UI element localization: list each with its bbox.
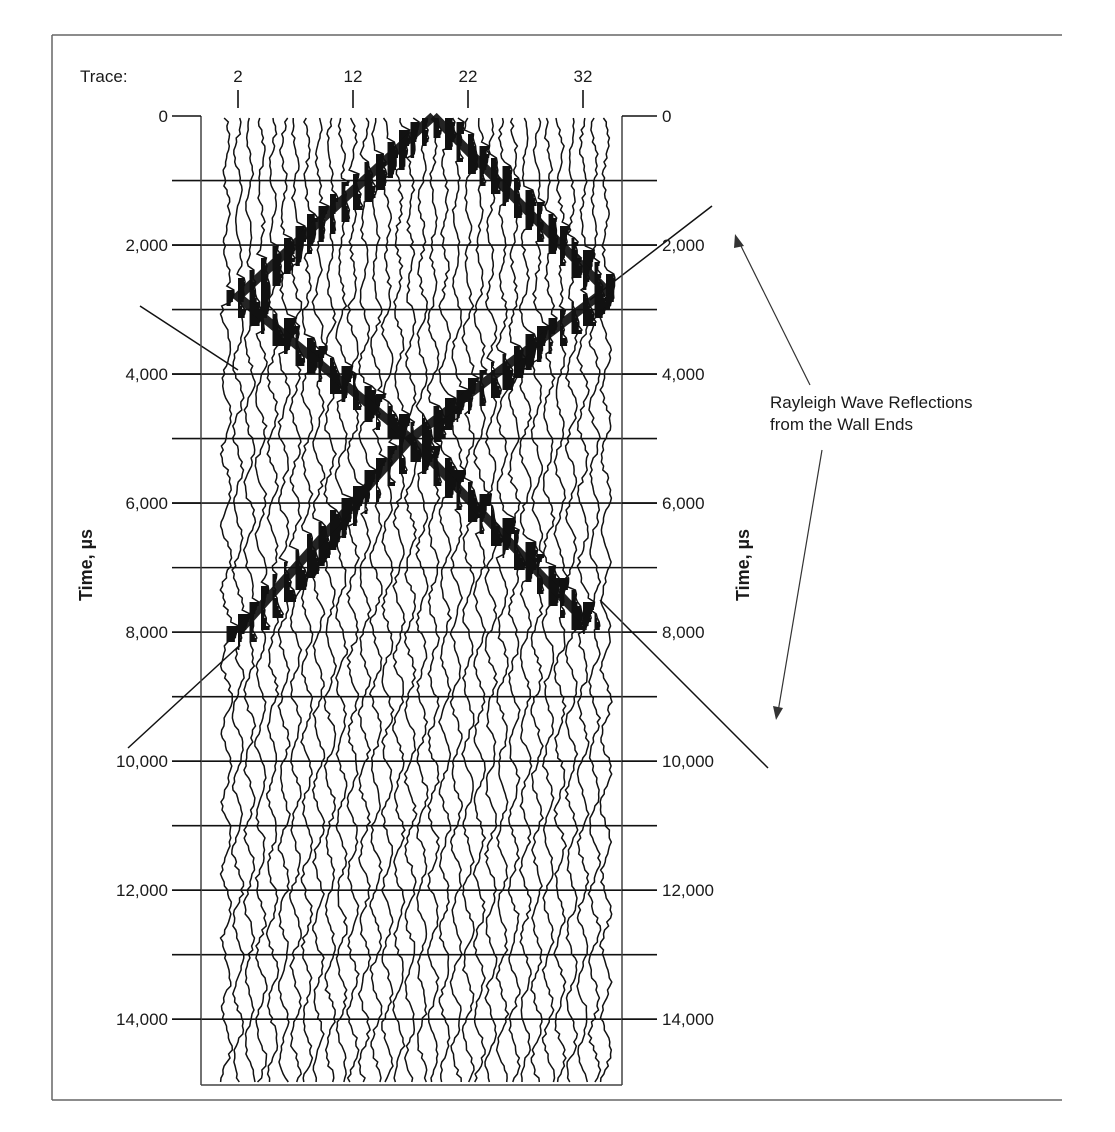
axes: 2 12 22 32 0 0 2,000 2,000 4,000 4,000 6,000 6,000 8… — [116, 67, 714, 1029]
trace-fill — [422, 118, 434, 474]
trace-wiggle — [483, 117, 504, 1083]
trace-wiggle — [564, 117, 585, 1083]
time-tick-label-left: 4,000 — [125, 365, 168, 384]
trace-fill — [238, 278, 251, 650]
trace-fill — [272, 246, 286, 618]
trace-wiggle — [415, 117, 435, 1083]
trace-wiggle — [449, 117, 471, 1083]
trace-wiggle — [300, 117, 321, 1083]
time-tick-label-left: 12,000 — [116, 881, 168, 900]
trace-fill — [387, 142, 400, 486]
trace-wiggle — [288, 118, 309, 1083]
trace-wiggle — [438, 117, 459, 1083]
time-tick-label-right: 10,000 — [662, 752, 714, 771]
seismic-traces — [219, 117, 616, 1083]
trace-fill — [468, 134, 481, 522]
trace-wiggle — [219, 117, 240, 1083]
trace-wiggle — [518, 117, 539, 1082]
trace-fill — [364, 162, 376, 514]
trace-wiggle — [599, 117, 616, 1083]
time-tick-label-right: 12,000 — [662, 881, 714, 900]
trace-wiggle — [541, 117, 562, 1083]
trace-fill — [560, 226, 570, 618]
trace-fill — [583, 250, 596, 634]
trace-fill — [226, 290, 239, 642]
trace-wiggle — [323, 117, 344, 1083]
reflection-event-2 — [403, 112, 613, 623]
leader-line — [139, 305, 239, 371]
time-axis-title-left: Time, µs — [76, 529, 96, 601]
trace-wiggle — [507, 117, 527, 1083]
trace-wiggle — [472, 117, 493, 1083]
trace-wiggle — [368, 118, 388, 1083]
time-tick-label-left: 10,000 — [116, 752, 168, 771]
arrow-head — [734, 234, 744, 248]
reflection-events — [127, 112, 823, 769]
trace-wiggle — [426, 117, 447, 1083]
time-tick-label-right: 0 — [662, 107, 671, 126]
trace-wiggle — [242, 117, 263, 1083]
trace-wiggle — [357, 117, 377, 1083]
time-tick-label-right: 8,000 — [662, 623, 705, 642]
trace-fill — [537, 202, 549, 594]
trace-wiggle — [530, 117, 550, 1083]
trace-fill — [249, 270, 262, 642]
time-tick-label-left: 0 — [159, 107, 168, 126]
trace-wiggle — [495, 117, 517, 1083]
trace-fill — [548, 214, 561, 606]
arrow-head — [773, 706, 783, 720]
trace-fill — [284, 238, 297, 602]
time-tick-label-right: 14,000 — [662, 1010, 714, 1029]
leader-line — [127, 644, 241, 749]
trace-tick-label: 32 — [574, 67, 593, 86]
annotation-arrow — [737, 239, 811, 386]
trace-tick-label: 12 — [344, 67, 363, 86]
trace-axis-label: Trace: — [80, 67, 128, 86]
time-axis-title-right: Time, µs — [733, 529, 753, 601]
annotation-line-2: from the Wall Ends — [770, 415, 913, 434]
annotation-arrow — [777, 449, 823, 713]
trace-fill — [571, 238, 584, 630]
leader-line — [599, 599, 769, 769]
time-tick-label-left: 14,000 — [116, 1010, 168, 1029]
trace-fill — [456, 122, 470, 510]
time-tick-label-left: 6,000 — [125, 494, 168, 513]
trace-fill — [410, 122, 422, 462]
trace-wiggle — [380, 117, 401, 1083]
time-tick-label-left: 2,000 — [125, 236, 168, 255]
trace-wiggle — [403, 117, 422, 1083]
leader-line — [589, 205, 713, 301]
trace-fill — [514, 178, 526, 570]
trace-wiggle — [334, 117, 356, 1083]
trace-fill — [479, 146, 492, 534]
plot-frame — [200, 116, 623, 1086]
trace-fill — [261, 258, 271, 630]
time-tick-label-right: 6,000 — [662, 494, 705, 513]
trace-fill — [399, 130, 410, 474]
trace-fill — [318, 206, 330, 566]
trace-wiggle — [311, 117, 331, 1083]
trace-wiggle — [392, 117, 411, 1083]
trace-fill — [295, 226, 308, 590]
trace-fill — [445, 118, 458, 498]
trace-tick-label: 2 — [233, 67, 242, 86]
time-tick-label-right: 4,000 — [662, 365, 705, 384]
trace-wiggle — [345, 117, 366, 1083]
time-tick-label-right: 2,000 — [662, 236, 705, 255]
trace-wiggle — [231, 117, 252, 1083]
trace-fill — [525, 190, 538, 582]
trace-wiggle — [461, 117, 482, 1083]
trace-fill — [341, 182, 355, 538]
trace-fill — [491, 158, 504, 546]
annotation-line-1: Rayleigh Wave Reflections — [770, 393, 973, 412]
reflection-event-1 — [231, 112, 437, 636]
trace-fill — [307, 214, 320, 578]
annotation: Rayleigh Wave Reflections from the Wall … — [770, 393, 973, 434]
time-tick-label-left: 8,000 — [125, 623, 168, 642]
trace-tick-label: 22 — [459, 67, 478, 86]
